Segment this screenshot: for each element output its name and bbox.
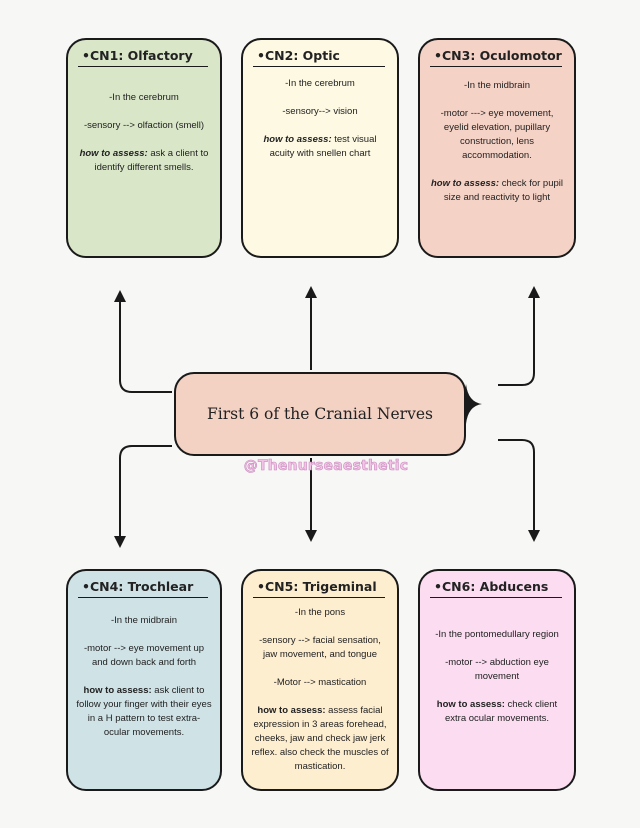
function-text: -sensory --> olfaction (smell) <box>83 120 205 131</box>
card-cn6-abducens: •CN6: Abducens -In the pontomedullary re… <box>418 569 576 791</box>
card-title: •CN6: Abducens <box>430 579 562 598</box>
card-cn4-trochlear: •CN4: Trochlear -In the midbrain -motor … <box>66 569 222 791</box>
arrow-to-cn1 <box>114 290 172 393</box>
assess-label: how to assess: <box>83 685 152 696</box>
arrow-to-cn4 <box>114 445 172 548</box>
assess-text: how to assess: check client extra ocular… <box>436 699 558 724</box>
card-title: •CN1: Olfactory <box>78 48 208 67</box>
sensory-function-text: -sensory --> facial sensation, jaw movem… <box>259 635 381 660</box>
function-text: -motor ---> eye movement, eyelid elevati… <box>440 108 554 161</box>
card-cn1-olfactory: •CN1: Olfactory -In the cerebrum -sensor… <box>66 38 222 258</box>
assess-label: how to assess: <box>263 134 332 145</box>
arrow-to-cn6 <box>498 439 540 542</box>
function-text: -motor --> abduction eye movement <box>445 657 549 682</box>
center-title: First 6 of the Cranial Nerves <box>207 405 433 423</box>
card-cn2-optic: •CN2: Optic -In the cerebrum -sensory-->… <box>241 38 399 258</box>
card-title: •CN5: Trigeminal <box>253 579 385 598</box>
location-text: -In the pons <box>294 607 346 618</box>
location-text: -In the cerebrum <box>109 92 179 103</box>
card-title: •CN3: Oculomotor <box>430 48 562 67</box>
assess-text: how to assess: test visual acuity with s… <box>263 134 377 159</box>
watermark-handle: @Thenurseaesthetic <box>243 458 409 475</box>
assess-label: how to assess: <box>257 705 326 716</box>
center-title-box: First 6 of the Cranial Nerves <box>174 372 466 456</box>
assess-label: how to assess: <box>430 178 500 189</box>
assess-text: how to assess: ask a client to identify … <box>79 148 209 173</box>
location-text: -In the cerebrum <box>285 78 355 89</box>
motor-function-text: -Motor --> mastication <box>273 677 367 688</box>
function-text: -motor --> eye movement up and down back… <box>83 643 205 668</box>
assess-text: how to assess: check for pupil size and … <box>430 178 563 203</box>
location-text: -In the midbrain <box>110 615 177 626</box>
location-text: -In the midbrain <box>463 80 530 91</box>
assess-text: how to assess: ask client to follow your… <box>76 685 212 738</box>
sparkle-icon <box>450 384 482 424</box>
arrow-to-cn3 <box>498 286 540 386</box>
card-cn3-oculomotor: •CN3: Oculomotor -In the midbrain -motor… <box>418 38 576 258</box>
assess-label: how to assess: <box>79 148 148 159</box>
card-title: •CN2: Optic <box>253 48 385 67</box>
card-title: •CN4: Trochlear <box>78 579 208 598</box>
assess-label: how to assess: <box>436 699 505 710</box>
location-text: -In the pontomedullary region <box>435 629 559 640</box>
function-text: -sensory--> vision <box>282 106 358 117</box>
assess-text: how to assess: assess facial expression … <box>251 705 389 772</box>
card-cn5-trigeminal: •CN5: Trigeminal -In the pons -sensory -… <box>241 569 399 791</box>
